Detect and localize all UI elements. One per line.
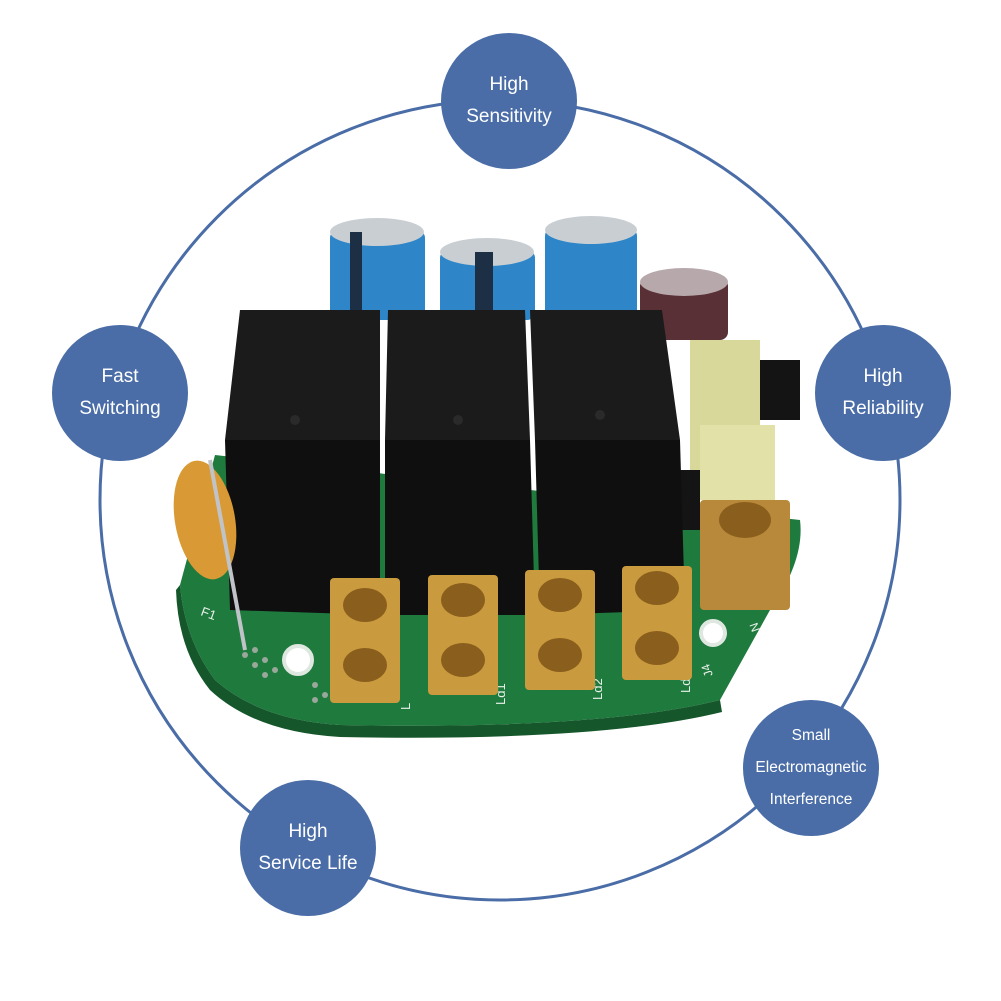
feature-line: Small [791, 727, 831, 744]
transformer [680, 340, 800, 530]
label-j4: J4 [698, 662, 716, 679]
feature-line: High [288, 821, 328, 842]
feature-small-emi: Small Electromagnetic Interference [743, 700, 879, 836]
feature-line: Reliability [842, 398, 924, 419]
feature-line: Sensitivity [466, 106, 552, 127]
feature-line: Switching [79, 398, 161, 419]
feature-high-reliability: High Reliability [815, 325, 951, 461]
feature-line: High [863, 366, 903, 387]
fuse [173, 459, 247, 651]
feature-line: Interference [769, 791, 853, 808]
feature-high-sensitivity: High Sensitivity [441, 33, 577, 169]
capacitors [330, 216, 728, 340]
feature-high-service-life: High Service Life [240, 780, 376, 916]
feature-line: Service Life [258, 853, 358, 874]
label-l: L [398, 703, 413, 710]
mounting-hole-left [282, 644, 314, 676]
terminal-ld1 [428, 575, 498, 695]
feature-line: Electromagnetic [755, 759, 867, 776]
terminal-blocks [330, 500, 790, 703]
terminal-ld2 [525, 570, 595, 690]
terminal-l [330, 578, 400, 703]
label-f1: F1 [199, 604, 218, 623]
terminal-n [700, 500, 790, 610]
relays [225, 310, 685, 615]
mounting-hole-right [699, 619, 727, 647]
feature-line: High [489, 74, 529, 95]
terminal-ld3 [622, 566, 692, 680]
feature-line: Fast [101, 366, 139, 387]
feature-fast-switching: Fast Switching [52, 325, 188, 461]
